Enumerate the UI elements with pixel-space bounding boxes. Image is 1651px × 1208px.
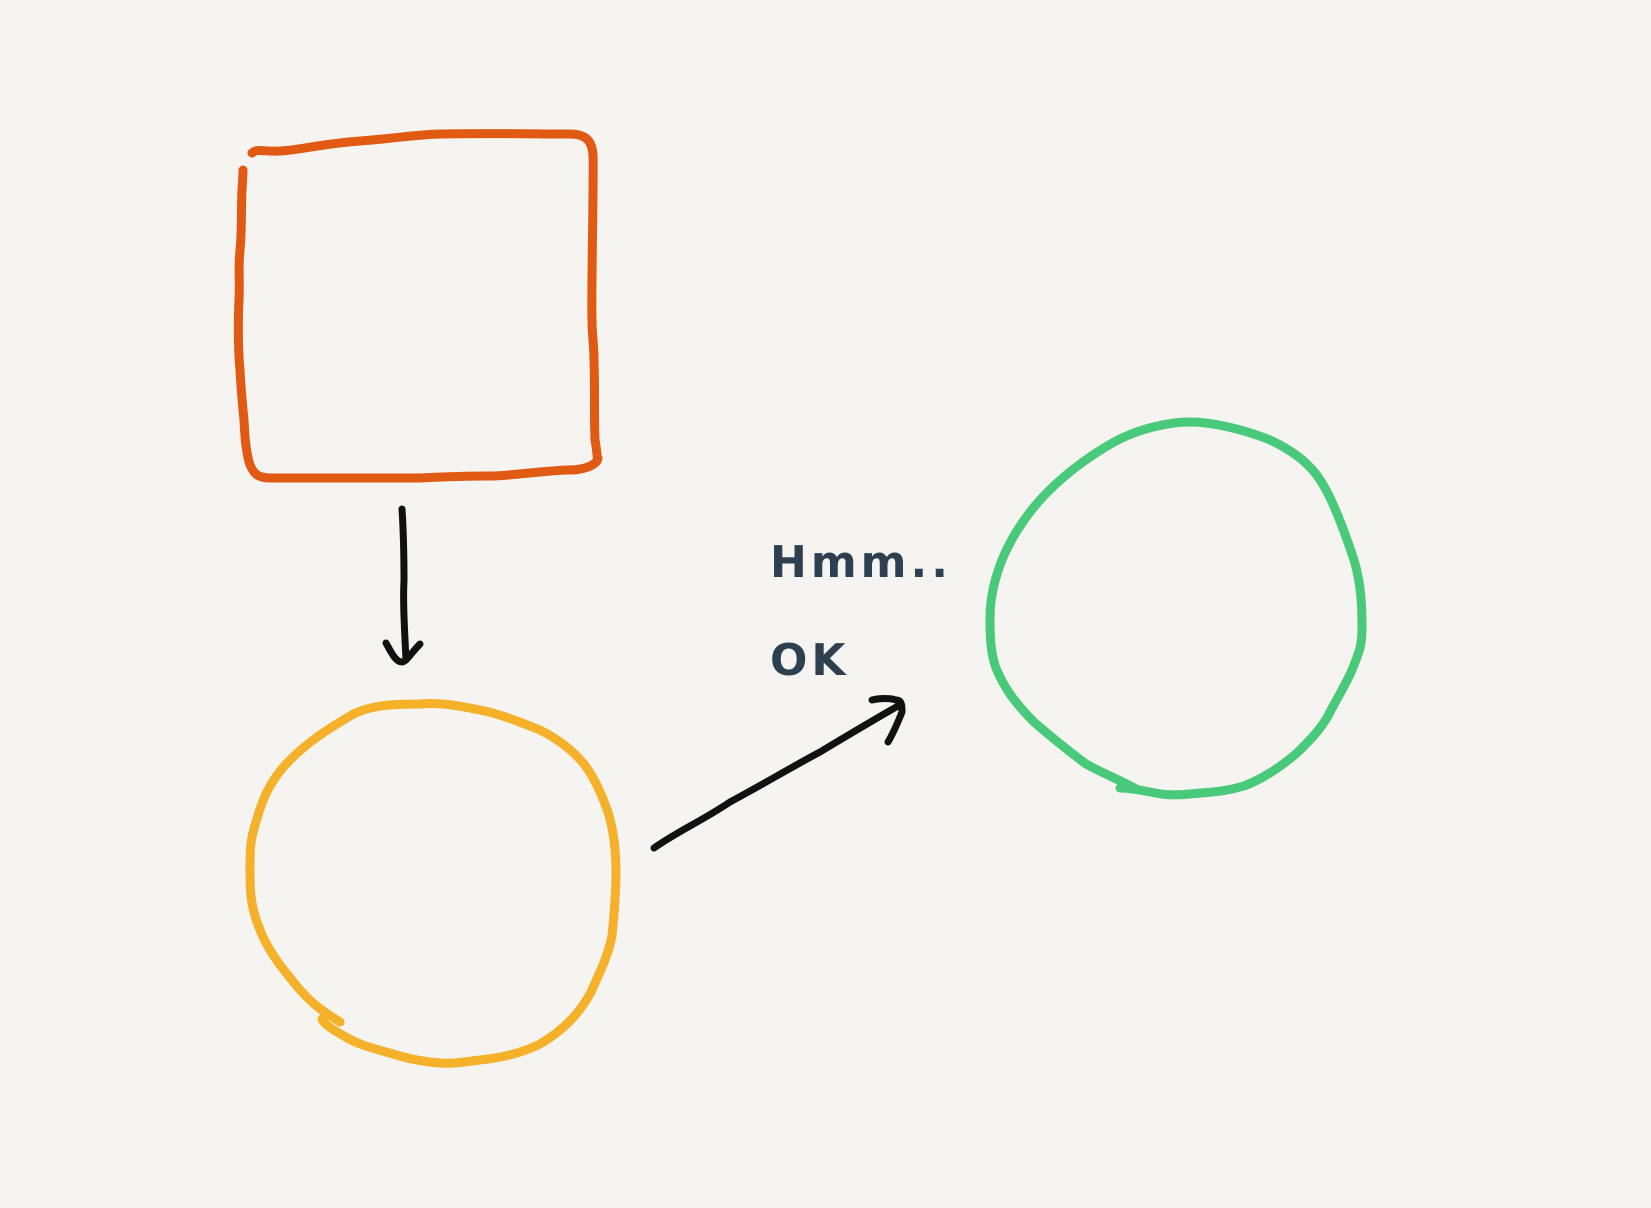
label-hmm: Hmm.. (770, 537, 952, 588)
orange-square[interactable] (233, 129, 603, 483)
label-ok: OK (770, 635, 850, 686)
down-arrow[interactable] (382, 505, 424, 666)
diagonal-arrow[interactable] (650, 695, 906, 852)
yellow-circle[interactable] (245, 699, 621, 1068)
green-circle[interactable] (985, 417, 1367, 800)
